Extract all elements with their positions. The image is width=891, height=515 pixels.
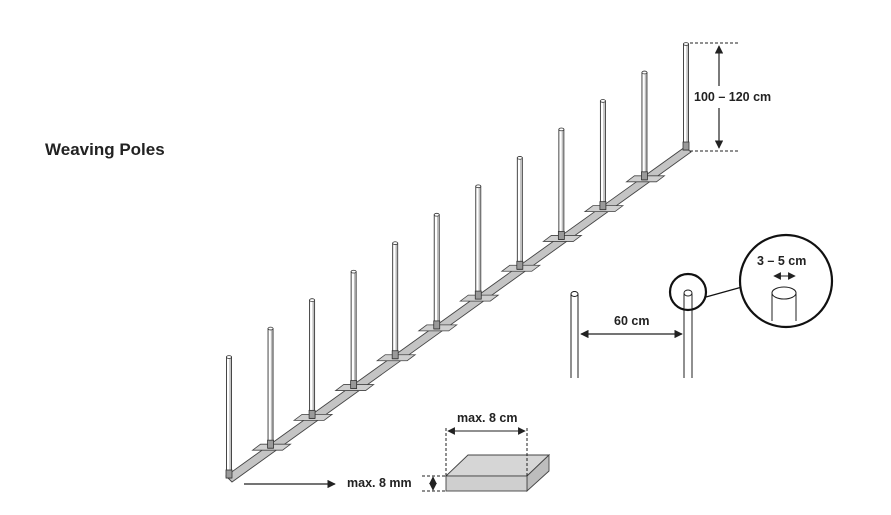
pole-diameter-label: 3 – 5 cm [757,254,806,268]
pole-cap [600,99,606,103]
pole-cap [350,269,357,274]
poles-group [225,42,690,479]
pole-cap [475,184,482,189]
pole-collar [682,141,690,151]
pole-cap [433,212,440,217]
pole-collar [225,469,233,479]
pole-shading [561,130,564,239]
base-height-label: max. 8 mm [347,476,412,490]
base-width-label: max. 8 cm [457,411,517,425]
pole-cap [558,127,565,132]
pole-spacing-label: 60 cm [614,314,649,328]
pole-cap [267,326,274,331]
pole-cap [309,298,315,302]
pole-collar [557,231,565,240]
pole-shading [686,45,688,149]
pole-shading [312,301,314,418]
pole-shading [644,73,647,179]
pole-collar [599,201,607,211]
pole-collar [350,380,358,389]
spacing-detail: 60 cm [570,289,693,378]
pole-collar [433,320,441,330]
pole-shading [353,272,356,388]
pole-shading [437,215,439,328]
pole-cap [683,42,689,46]
base-block-detail: max. 8 cm max. 8 mm [244,411,551,493]
pole-collar [267,439,274,449]
pole-shading [520,158,522,269]
pole-collar [391,350,399,360]
pole-collar [474,290,482,300]
diameter-detail: 3 – 5 cm [668,233,834,329]
pole-collar [308,409,316,419]
pole-cap [516,156,523,160]
pole-shading [229,358,231,477]
diagram-title: Weaving Poles [45,140,165,159]
pole-collar [641,171,648,181]
pole-cap [392,241,399,245]
pole-shading [478,187,481,299]
pole-shading [603,101,605,209]
pole-cap [226,355,232,359]
pole-height-label: 100 – 120 cm [694,90,771,104]
pole-shading [270,329,273,448]
pole-feet-group [251,175,666,451]
pole-collar [516,260,524,270]
pole-cap [641,70,648,75]
base-rail [225,146,692,483]
pole-shading [395,244,398,358]
height-dimension: 100 – 120 cm [690,42,771,152]
